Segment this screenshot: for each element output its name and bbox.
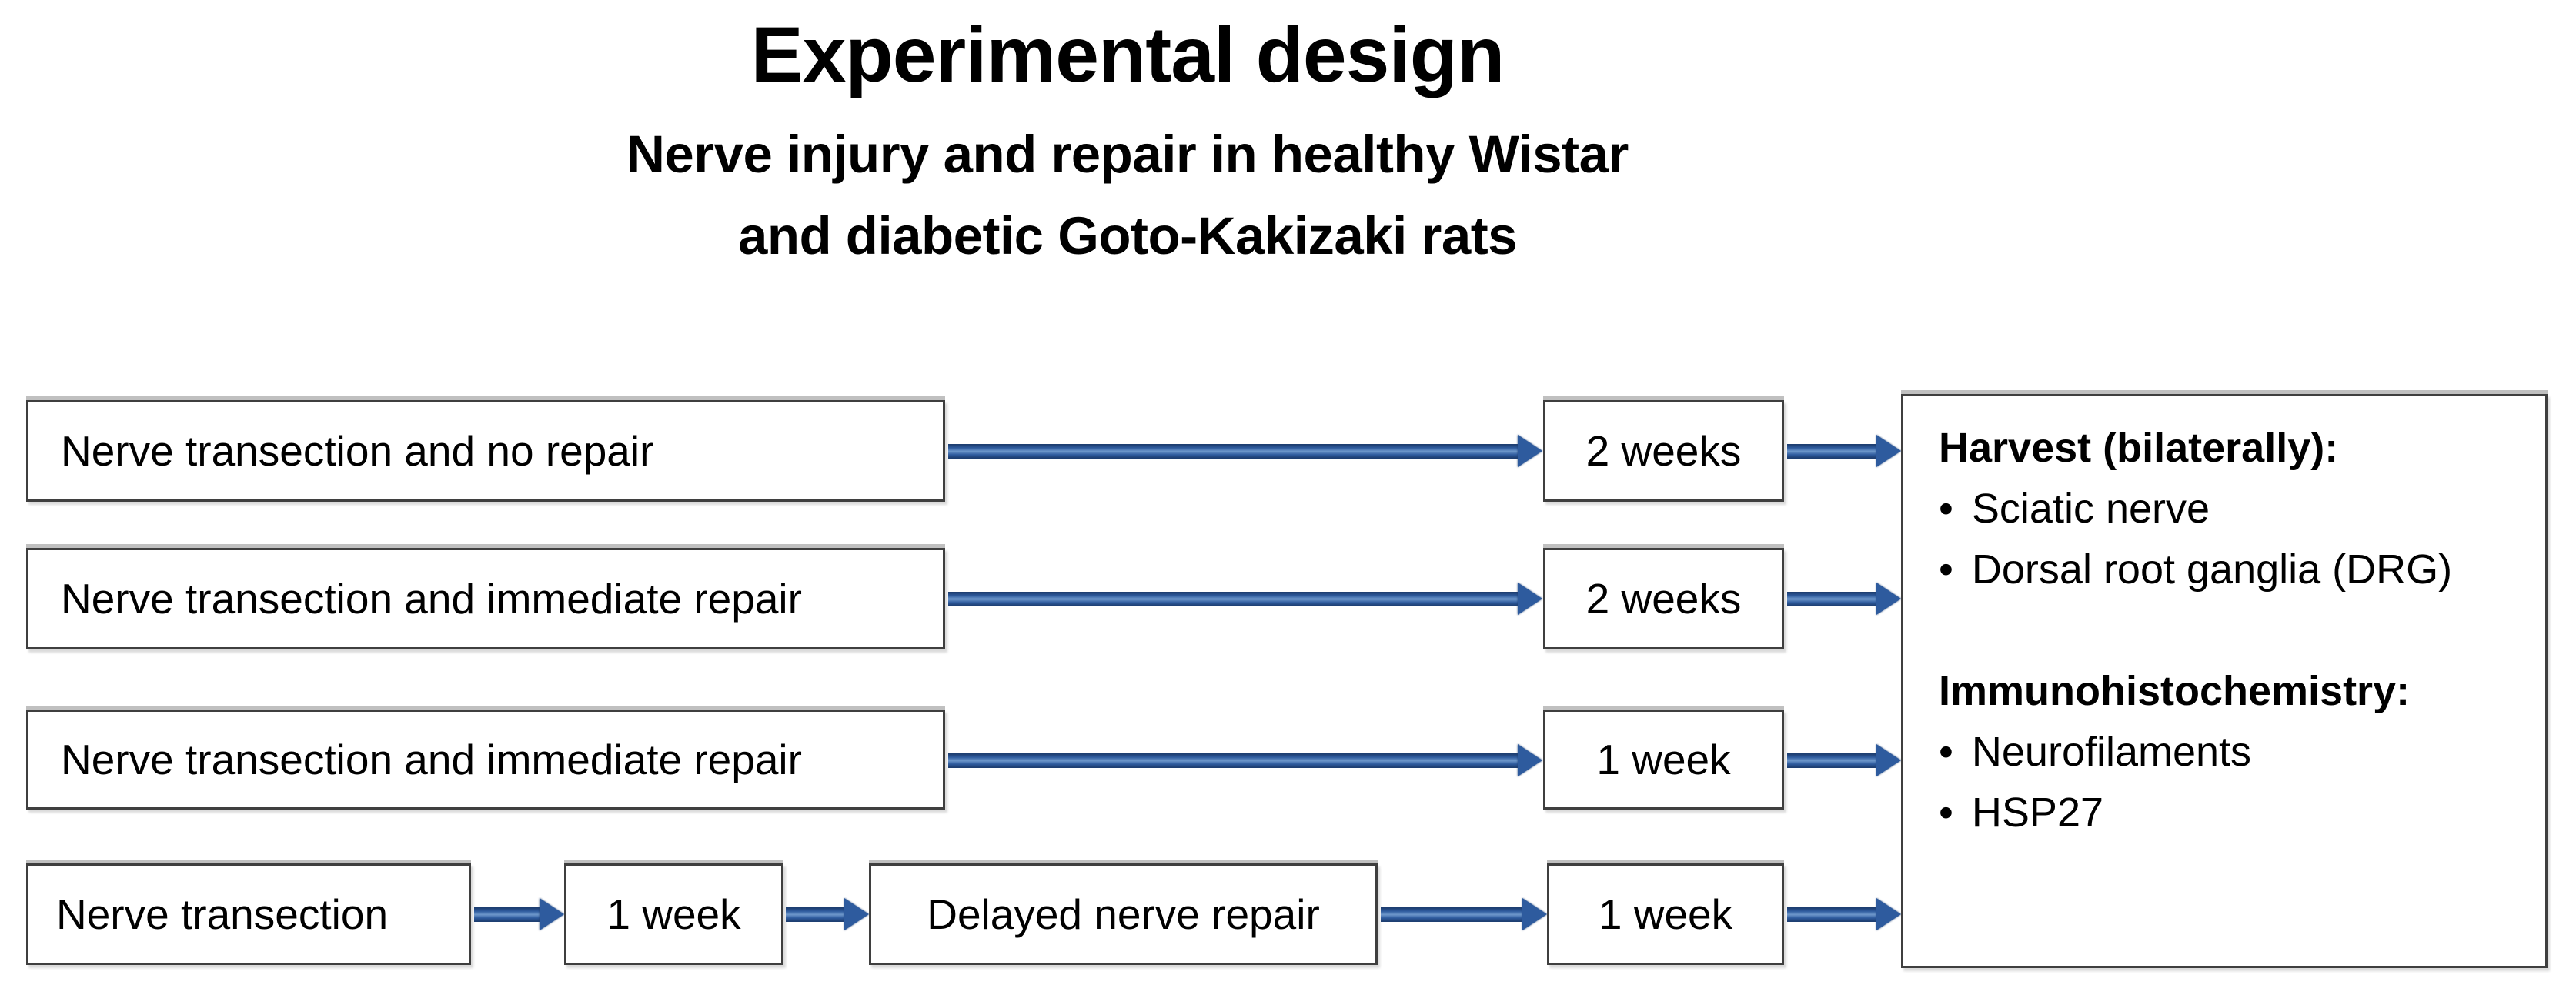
process-box-row4-delayed-repair: Delayed nerve repair bbox=[869, 863, 1378, 965]
figure-title: Experimental design bbox=[750, 11, 1505, 98]
outcome-box: Harvest (bilaterally): Sciatic nerve Dor… bbox=[1901, 394, 2548, 968]
flow-arrow-shaft bbox=[948, 753, 1520, 768]
process-box-row3: Nerve transection and immediate repair bbox=[26, 710, 945, 810]
duration-box-row1: 2 weeks bbox=[1543, 400, 1784, 502]
process-box-row2: Nerve transection and immediate repair bbox=[26, 548, 945, 649]
flow-arrow-shaft bbox=[474, 907, 542, 922]
process-box-row1: Nerve transection and no repair bbox=[26, 400, 945, 502]
harvest-item: Dorsal root ganglia (DRG) bbox=[1939, 539, 2530, 600]
flow-arrow-row4-c bbox=[1381, 897, 1547, 931]
flow-arrow-shaft bbox=[1787, 907, 1879, 922]
duration-box-row4-label: 1 week bbox=[1598, 890, 1733, 938]
flow-arrow-head bbox=[1518, 583, 1542, 615]
ihc-item: Neurofilaments bbox=[1939, 722, 2530, 783]
figure-subtitle-line1: Nerve injury and repair in healthy Wista… bbox=[626, 125, 1629, 184]
process-box-row1-label: Nerve transection and no repair bbox=[61, 427, 654, 475]
flow-arrow-shaft bbox=[948, 444, 1520, 459]
duration-box-row3: 1 week bbox=[1543, 710, 1784, 810]
harvest-heading: Harvest (bilaterally): bbox=[1939, 425, 2339, 471]
duration-box-row4: 1 week bbox=[1547, 863, 1784, 965]
ihc-heading: Immunohistochemistry: bbox=[1939, 668, 2411, 714]
process-box-row2-label: Nerve transection and immediate repair bbox=[61, 575, 802, 623]
flow-arrow-shaft bbox=[786, 907, 847, 922]
flow-arrow-head bbox=[1876, 583, 1901, 615]
flow-arrow-row2-long bbox=[948, 582, 1542, 616]
flow-arrow-row1-short bbox=[1787, 434, 1901, 468]
duration-box-row3-label: 1 week bbox=[1596, 736, 1731, 783]
flow-arrow-shaft bbox=[1381, 907, 1525, 922]
flow-arrow-row3-long bbox=[948, 743, 1542, 777]
process-box-row3-label: Nerve transection and immediate repair bbox=[61, 736, 802, 783]
flow-arrow-row2-short bbox=[1787, 582, 1901, 616]
duration-box-row1-label: 2 weeks bbox=[1585, 427, 1742, 475]
flow-arrow-row4-a bbox=[474, 897, 564, 931]
flow-arrow-head bbox=[844, 898, 869, 930]
figure-subtitle-line2: and diabetic Goto-Kakizaki rats bbox=[737, 206, 1518, 265]
process-box-row4-delayed-repair-label: Delayed nerve repair bbox=[927, 890, 1320, 938]
flow-arrow-row4-short bbox=[1787, 897, 1901, 931]
flow-arrow-row1-long bbox=[948, 434, 1542, 468]
flow-arrow-head bbox=[540, 898, 564, 930]
flow-arrow-shaft bbox=[1787, 592, 1879, 606]
ihc-item: HSP27 bbox=[1939, 783, 2530, 843]
flow-arrow-head bbox=[1876, 898, 1901, 930]
duration-box-row2-label: 2 weeks bbox=[1585, 575, 1742, 623]
process-box-row4-transection: Nerve transection bbox=[26, 863, 471, 965]
flow-arrow-row4-b bbox=[786, 897, 869, 931]
flow-arrow-head bbox=[1876, 435, 1901, 467]
duration-box-row2: 2 weeks bbox=[1543, 548, 1784, 649]
harvest-item: Sciatic nerve bbox=[1939, 479, 2530, 539]
flow-arrow-head bbox=[1522, 898, 1547, 930]
flow-arrow-shaft bbox=[1787, 753, 1879, 768]
flow-arrow-row3-short bbox=[1787, 743, 1901, 777]
flow-arrow-head bbox=[1876, 744, 1901, 776]
flow-arrow-shaft bbox=[948, 592, 1520, 606]
process-box-row4-transection-label: Nerve transection bbox=[56, 890, 389, 938]
figure-subtitle: Nerve injury and repair in healthy Wista… bbox=[0, 114, 2255, 277]
flow-arrow-head bbox=[1518, 744, 1542, 776]
flow-arrow-shaft bbox=[1787, 444, 1879, 459]
delay-box-row4: 1 week bbox=[564, 863, 783, 965]
flow-arrow-head bbox=[1518, 435, 1542, 467]
figure-header: Experimental design Nerve injury and rep… bbox=[0, 9, 2255, 277]
delay-box-row4-label: 1 week bbox=[606, 890, 741, 938]
